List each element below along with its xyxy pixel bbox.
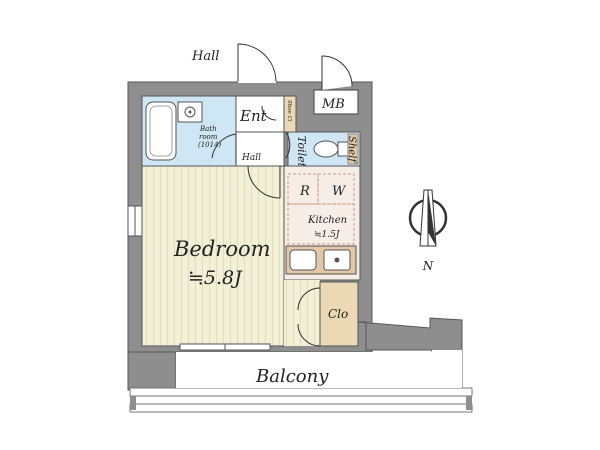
stove-icon (289, 249, 317, 271)
balcony-label: Balcony (255, 366, 329, 387)
bedroom-label: Bedroom (173, 237, 271, 261)
north-arrow-icon (408, 189, 448, 247)
refrigerator-label: R (299, 184, 310, 199)
toilet-icon (313, 140, 339, 158)
meter-box-label: MB (321, 97, 345, 112)
toilet-room (287, 131, 361, 167)
kitchen (283, 165, 361, 281)
bathroom-label: room (199, 133, 218, 141)
shoe-closet-label: Shoe Cl (286, 100, 292, 122)
bedroom (141, 165, 285, 347)
inner-hall-label: Hall (241, 153, 261, 163)
toilet-label: Toilet (295, 136, 308, 168)
shelf-label: Shelf (346, 136, 357, 164)
washer-label: W (332, 184, 347, 199)
closet-label: Clo (328, 307, 348, 321)
bathroom-size: (1014) (198, 141, 222, 149)
compass-north-label: N (422, 259, 434, 273)
bathroom-label: Bath (199, 125, 217, 133)
closet (319, 281, 359, 347)
kitchen-label: Kitchen (307, 215, 347, 226)
entrance-label: Ent (239, 107, 268, 125)
bathroom (141, 95, 237, 167)
kitchen-size: ≒1.5J (314, 230, 341, 240)
doors (211, 43, 353, 347)
meter-box (313, 89, 359, 115)
hall-label: Hall (191, 49, 219, 64)
bedroom-size: ≒5.8J (188, 267, 243, 289)
